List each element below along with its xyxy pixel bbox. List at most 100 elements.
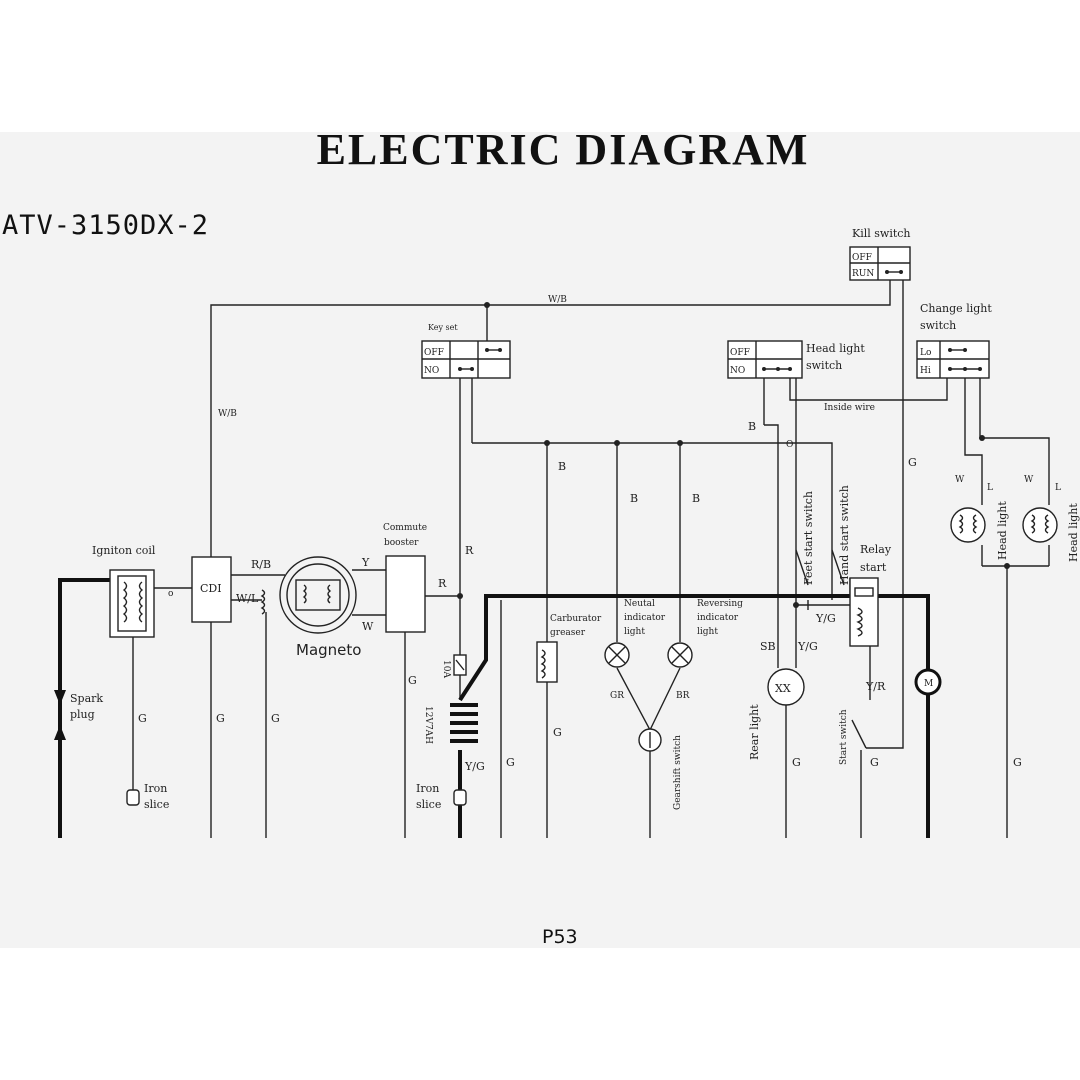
- inside-wire-label: Inside wire: [824, 403, 875, 413]
- motor-symbol: M: [924, 679, 933, 689]
- relay-start-label-1: Relay: [860, 543, 892, 556]
- diagram-title: ELECTRIC DIAGRAM: [316, 125, 810, 174]
- head-light-switch-off: OFF: [730, 348, 750, 358]
- spark-arrow-up-icon: [54, 725, 66, 740]
- head-light-2: Head light: [1022, 503, 1080, 562]
- wire-label: Y/G: [797, 640, 818, 653]
- iron-slice-2-label-1: Iron: [416, 782, 439, 795]
- wire-label: G: [870, 756, 879, 769]
- wire-label: B: [692, 492, 700, 505]
- wire-label: o: [168, 589, 173, 599]
- wire-label: G: [408, 674, 417, 687]
- start-switch: Start switch: [839, 709, 867, 765]
- commute-booster-label-1: Commute: [383, 523, 427, 533]
- wire-label: G: [553, 726, 562, 739]
- feet-start-switch-label: Feet start switch: [802, 491, 815, 585]
- head-light-1-label: Head light: [996, 501, 1009, 560]
- commute-booster-label-2: booster: [384, 538, 419, 548]
- hand-start-switch-label: Hand start switch: [838, 485, 851, 585]
- cdi-label: CDI: [200, 582, 222, 595]
- spark-plug-label-2: plug: [70, 708, 95, 721]
- neutral-indicator-label-2: indicator: [624, 613, 666, 623]
- wire-label: W: [362, 620, 374, 633]
- wire-label: B: [558, 460, 566, 473]
- wire-label: O: [786, 440, 793, 450]
- gearshift-switch: Gearshift switch: [638, 728, 683, 810]
- reversing-indicator-label-3: light: [697, 627, 718, 637]
- wire-label: GR: [610, 691, 624, 701]
- iron-slice-1: Iron slice: [126, 782, 169, 811]
- fuse-label: 10A: [441, 660, 451, 678]
- wire-label: L: [1055, 483, 1061, 493]
- carburator-greaser-label-2: greaser: [550, 628, 586, 638]
- rear-light-label: Rear light: [748, 704, 761, 760]
- relay-start-label-2: start: [860, 561, 887, 574]
- change-light-switch: Lo Hi Change light switch: [916, 302, 992, 379]
- head-light-1: Head light: [950, 501, 1009, 560]
- wire-label: G: [216, 712, 225, 725]
- fuse: 10A: [441, 654, 467, 678]
- hand-start-switch: Hand start switch: [831, 485, 851, 586]
- wire-label: G: [792, 756, 801, 769]
- carburator-greaser: Carburator greaser: [536, 614, 602, 683]
- reversing-indicator-label-1: Reversing: [697, 599, 743, 609]
- reversing-indicator-label-2: indicator: [697, 613, 739, 623]
- head-light-switch-label-2: switch: [806, 359, 842, 372]
- kill-switch-label: Kill switch: [852, 227, 911, 240]
- starter-motor: M: [914, 668, 942, 696]
- carburator-greaser-label-1: Carburator: [550, 614, 602, 624]
- head-light-switch: OFF NO Head light switch: [727, 340, 865, 379]
- iron-slice-1-label-2: slice: [144, 798, 169, 811]
- rear-light-symbol: XX: [775, 682, 791, 695]
- wire-labels: W/B W/B R/B W/L Y W R R B B B B O G G G …: [138, 295, 1061, 773]
- neutral-indicator-label-3: light: [624, 627, 645, 637]
- head-light-2-label: Head light: [1067, 503, 1080, 562]
- feet-start-switch: Feet start switch: [795, 491, 815, 586]
- battery-label: 12V7AH: [423, 706, 433, 744]
- ignition-coil: Igniton coil: [92, 544, 156, 638]
- wire-label: G: [908, 456, 917, 469]
- wire-label: R: [438, 577, 447, 590]
- commute-booster: Commute booster: [383, 523, 427, 633]
- pickup-coil: [260, 589, 266, 615]
- neutral-indicator-light: Neutal indicator light: [604, 599, 666, 668]
- wire-label: W/B: [548, 295, 567, 305]
- key-set: OFF NO Key set: [421, 323, 511, 379]
- wire-label: R: [465, 544, 474, 557]
- spark-plug-label-1: Spark: [70, 692, 103, 705]
- wire-label: W/L: [236, 592, 259, 605]
- iron-slice-1-label-1: Iron: [144, 782, 167, 795]
- key-set-on: NO: [424, 366, 439, 376]
- relay-start: Relay start: [849, 543, 892, 647]
- model-number: ATV-3150DX-2: [2, 210, 210, 241]
- gearshift-switch-label: Gearshift switch: [673, 735, 683, 810]
- magneto: Magneto: [279, 556, 361, 659]
- wire-label: W/B: [218, 409, 237, 419]
- wire-label: W: [955, 475, 965, 485]
- wire-label: Y: [361, 556, 370, 569]
- heavy-wires: [58, 578, 930, 838]
- wire-label: G: [138, 712, 147, 725]
- change-light-switch-label-2: switch: [920, 319, 956, 332]
- wire-label: R/B: [251, 558, 271, 571]
- change-light-lo: Lo: [920, 348, 931, 358]
- rear-light: XX Rear light: [748, 668, 805, 760]
- change-light-hi: Hi: [920, 366, 931, 376]
- iron-slice-2: Iron slice: [416, 782, 467, 811]
- wire-label: W: [1024, 475, 1034, 485]
- wire-label: BR: [676, 691, 690, 701]
- iron-slice-2-label-2: slice: [416, 798, 441, 811]
- cdi-unit: CDI: [191, 556, 232, 623]
- wire-label: Y/R: [865, 680, 886, 693]
- neutral-indicator-label-1: Neutal: [624, 599, 655, 609]
- junction-dots: [457, 302, 1010, 608]
- kill-switch-run: RUN: [852, 269, 874, 279]
- ignition-coil-label: Igniton coil: [92, 544, 156, 557]
- wire-label: B: [630, 492, 638, 505]
- wire-label: Y/G: [464, 760, 485, 773]
- wire-label: G: [271, 712, 280, 725]
- wire-label: B: [748, 420, 756, 433]
- head-light-switch-label-1: Head light: [806, 342, 865, 355]
- change-light-switch-label-1: Change light: [920, 302, 992, 315]
